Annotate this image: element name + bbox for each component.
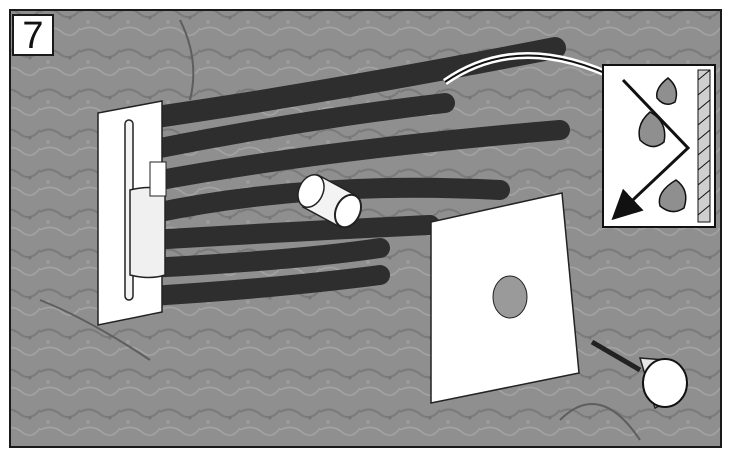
step-number-badge: 7 [12, 14, 54, 56]
left-mounting-plate [98, 101, 166, 325]
drop-reflection-inset [603, 65, 715, 227]
target-plate [431, 193, 579, 403]
